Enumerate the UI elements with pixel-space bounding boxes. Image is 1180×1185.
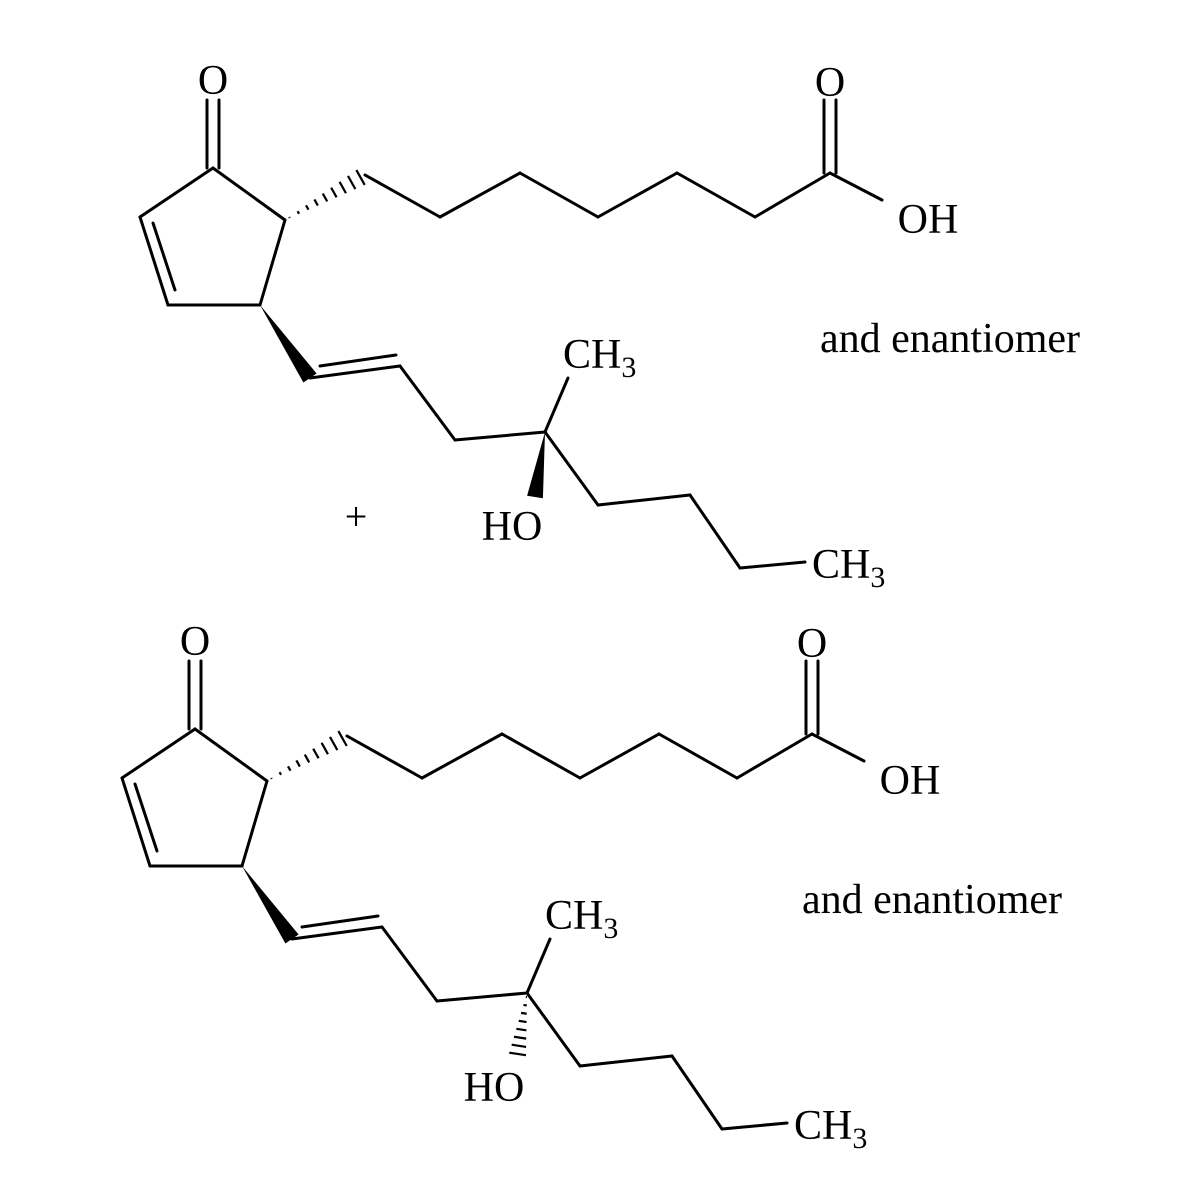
alpha-chain-hashed-bond xyxy=(271,731,347,779)
acid-hydroxyl-label: OH xyxy=(880,758,941,804)
omega-chain-bond xyxy=(400,366,455,440)
methyl-label-top: CH3 xyxy=(563,332,636,384)
butyl-chain-bond xyxy=(580,1056,672,1066)
butyl-chain-bond xyxy=(672,1056,722,1129)
omega-chain-bond xyxy=(382,927,437,1001)
alpha-chain-bond xyxy=(659,734,737,778)
hash-line xyxy=(340,182,346,193)
hash-line xyxy=(280,772,281,775)
alpha-chain-bond xyxy=(580,734,659,778)
methyl-label-end: CH3 xyxy=(812,542,885,594)
butyl-chain-bond xyxy=(527,993,580,1066)
alpha-chain-bond xyxy=(347,736,422,778)
alpha-chain-hashed-bond xyxy=(289,170,365,218)
hash-line xyxy=(322,743,328,754)
methyl-label-end: CH3 xyxy=(794,1103,867,1155)
omega-chain-wedge-bond xyxy=(242,866,299,944)
methyl-label-end-subscript: 3 xyxy=(852,1122,867,1155)
hash-line xyxy=(512,1045,526,1047)
alpha-chain-bond xyxy=(598,173,677,217)
hash-line xyxy=(298,211,299,214)
hash-line xyxy=(523,1005,526,1006)
alpha-chain-bond xyxy=(365,175,440,217)
hash-line xyxy=(509,1053,526,1056)
trans-double-bond-inner xyxy=(302,916,378,927)
butyl-chain-bond xyxy=(740,562,805,568)
hash-line xyxy=(519,1021,527,1022)
hash-line xyxy=(330,737,337,750)
hash-line xyxy=(296,760,299,766)
methyl-label-top-subscript: 3 xyxy=(621,351,636,384)
ring-double-bond-inner xyxy=(153,223,175,290)
hydroxyl-label: HO xyxy=(464,1065,525,1111)
butyl-chain-bond xyxy=(545,432,598,505)
methyl-label-end-text: CH xyxy=(812,542,870,588)
methyl-label-top-subscript: 3 xyxy=(603,912,618,945)
acid-oh-bond xyxy=(812,734,864,761)
omega-chain-bond xyxy=(455,432,545,440)
acid-oxygen-label: O xyxy=(815,60,845,106)
hydroxyl-wedge-bond xyxy=(527,432,545,498)
alpha-chain-bond xyxy=(755,173,830,217)
hash-line xyxy=(521,1013,527,1014)
trans-double-bond xyxy=(310,366,400,378)
butyl-chain-bond xyxy=(722,1123,787,1129)
hash-line xyxy=(356,170,364,185)
hash-line xyxy=(288,766,290,770)
methyl-label-top: CH3 xyxy=(545,893,618,945)
enantiomer-note: and enantiomer xyxy=(802,877,1062,923)
hash-line xyxy=(516,1029,526,1031)
hash-line xyxy=(305,755,309,763)
alpha-chain-bond xyxy=(422,734,502,778)
hash-line xyxy=(514,1037,526,1039)
alpha-chain-bond xyxy=(677,173,755,217)
enantiomer-note: and enantiomer xyxy=(820,316,1080,362)
hash-line xyxy=(306,205,308,209)
hash-line xyxy=(348,176,355,189)
hash-line xyxy=(331,188,336,198)
acid-hydroxyl-label: OH xyxy=(898,197,959,243)
omega-chain-wedge-bond xyxy=(260,305,317,383)
alpha-chain-bond xyxy=(502,734,580,778)
methyl-label-top-text: CH xyxy=(545,893,603,939)
ring-double-bond-inner xyxy=(135,784,157,851)
hydroxyl-hashed-bond xyxy=(509,997,527,1055)
acid-oh-bond xyxy=(830,173,882,200)
ring-bond xyxy=(260,220,285,305)
methyl-label-end-text: CH xyxy=(794,1103,852,1149)
ketone-oxygen-label: O xyxy=(180,619,210,665)
ring-bond xyxy=(242,781,267,866)
methyl-bond xyxy=(527,939,550,993)
acid-oxygen-label: O xyxy=(797,621,827,667)
butyl-chain-bond xyxy=(598,495,690,505)
trans-double-bond-inner xyxy=(320,355,396,366)
hash-line xyxy=(313,749,318,759)
omega-chain-bond xyxy=(437,993,527,1001)
hash-line xyxy=(314,199,317,205)
plus-sign: + xyxy=(345,494,368,539)
methyl-bond xyxy=(545,378,568,432)
trans-double-bond xyxy=(292,927,382,939)
hash-line xyxy=(323,194,327,202)
methyl-label-end-subscript: 3 xyxy=(870,561,885,594)
ring-bond xyxy=(140,168,213,217)
hydroxyl-label: HO xyxy=(482,504,543,550)
ring-bond xyxy=(195,729,267,781)
alpha-chain-bond xyxy=(737,734,812,778)
ring-bond xyxy=(122,729,195,778)
butyl-chain-bond xyxy=(690,495,740,568)
alpha-chain-bond xyxy=(520,173,598,217)
methyl-label-top-text: CH xyxy=(563,332,621,378)
alpha-chain-bond xyxy=(440,173,520,217)
ketone-oxygen-label: O xyxy=(198,58,228,104)
hash-line xyxy=(338,731,346,746)
ring-bond xyxy=(213,168,285,220)
